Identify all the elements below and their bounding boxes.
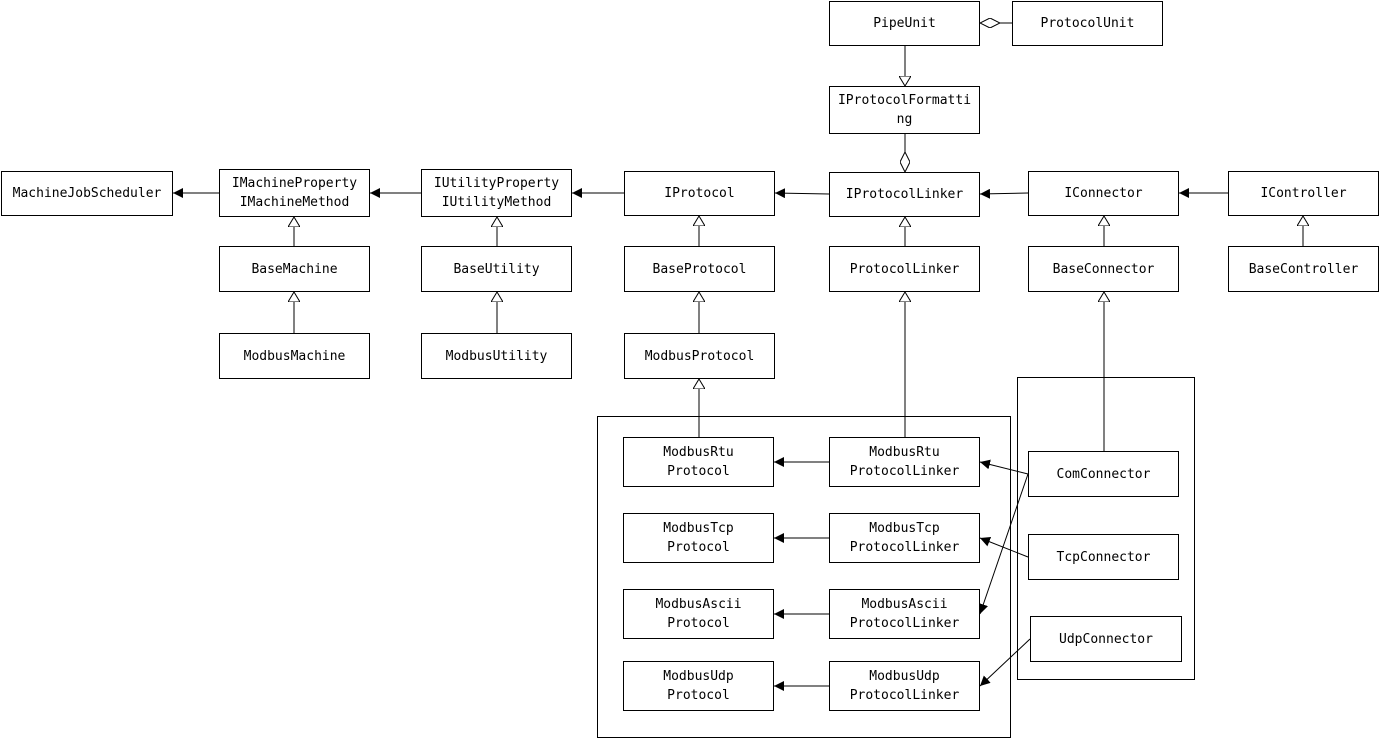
imachine-box: IMachineProperty IMachineMethod (219, 169, 370, 217)
modbus-udp-protocol-linker-box: ModbusUdp ProtocolLinker (829, 661, 980, 711)
iprotocol-linker-box: IProtocolLinker (829, 172, 980, 217)
protocol-unit-box: ProtocolUnit (1012, 1, 1163, 46)
iconnector-box: IConnector (1028, 171, 1179, 216)
icontroller-box: IController (1228, 171, 1379, 216)
udp-connector-box: UdpConnector (1030, 616, 1182, 662)
base-protocol-box: BaseProtocol (624, 246, 775, 292)
com-connector-box: ComConnector (1028, 451, 1179, 497)
base-machine-box: BaseMachine (219, 246, 370, 292)
modbus-machine-box: ModbusMachine (219, 333, 370, 379)
modbus-tcp-protocol-box: ModbusTcp Protocol (623, 513, 774, 563)
pipe-unit-box: PipeUnit (829, 1, 980, 46)
base-controller-box: BaseController (1228, 246, 1379, 292)
modbus-ascii-protocol-linker-box: ModbusAscii ProtocolLinker (829, 589, 980, 639)
modbus-rtu-protocol-box: ModbusRtu Protocol (623, 437, 774, 487)
modbus-ascii-protocol-box: ModbusAscii Protocol (623, 589, 774, 639)
connector-implementations-group (1017, 377, 1195, 680)
edge-comconnector-asciilinker (978, 473, 1029, 615)
edge-comconnector-rtulinker (979, 459, 1029, 475)
iprotocol-box: IProtocol (624, 171, 775, 216)
iprotocol-formatting-box: IProtocolFormatti ng (829, 86, 980, 134)
tcp-connector-box: TcpConnector (1028, 534, 1179, 580)
modbus-utility-box: ModbusUtility (421, 333, 572, 379)
modbus-rtu-protocol-linker-box: ModbusRtu ProtocolLinker (829, 437, 980, 487)
modbus-udp-protocol-box: ModbusUdp Protocol (623, 661, 774, 711)
base-utility-box: BaseUtility (421, 246, 572, 292)
edge-tcpconnector-tcplinker (979, 537, 1029, 558)
modbus-protocol-box: ModbusProtocol (624, 333, 775, 379)
machine-job-scheduler-box: MachineJobScheduler (1, 171, 173, 216)
edge-iprotocollinker-iprotocol (774, 188, 830, 199)
edge-iconnector-iprotocollinker (979, 188, 1029, 199)
iutility-box: IUtilityProperty IUtilityMethod (421, 169, 572, 217)
base-connector-box: BaseConnector (1028, 246, 1179, 292)
protocol-linker-box: ProtocolLinker (829, 246, 980, 292)
edge-udpconnector-udplinker (979, 638, 1031, 687)
modbus-tcp-protocol-linker-box: ModbusTcp ProtocolLinker (829, 513, 980, 563)
